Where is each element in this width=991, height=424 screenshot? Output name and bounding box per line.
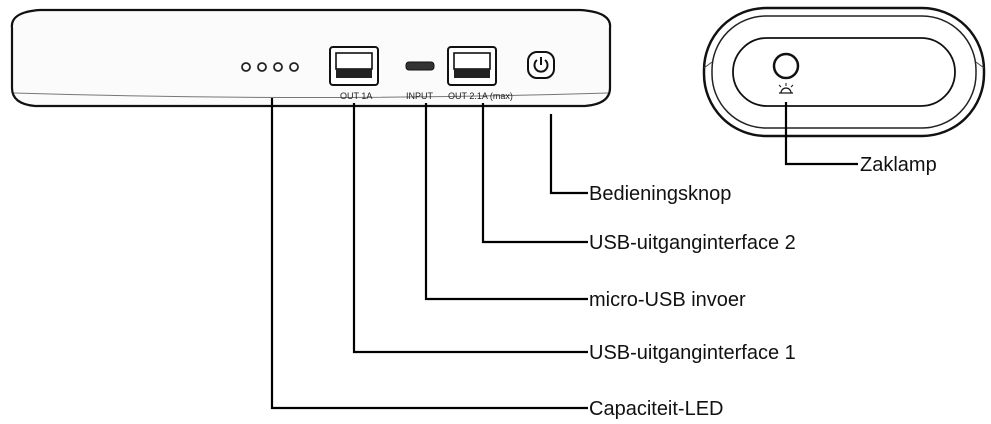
- flashlight-lens: [772, 52, 800, 80]
- usb-port-2-label: OUT 2.1A (max): [448, 91, 513, 101]
- usb-out1-leader-line: [352, 103, 588, 354]
- capacity-led: [241, 62, 251, 72]
- power-icon: [533, 57, 549, 73]
- power-button-callout: Bedieningsknop: [589, 183, 731, 205]
- capacity-led: [273, 62, 283, 72]
- capacity-led: [257, 62, 267, 72]
- usb-port-1: [329, 46, 379, 86]
- capacity-led-callout: Capaciteit-LED: [589, 398, 724, 420]
- micro-usb-leader-line: [424, 103, 588, 301]
- capacity-led-group: [241, 62, 299, 72]
- powerbank-front: [10, 8, 612, 108]
- power-button-leader-line: [549, 114, 588, 195]
- micro-usb-label: INPUT: [406, 91, 434, 101]
- usb-out1-callout: USB-uitganginterface 1: [589, 342, 796, 364]
- powerbank-side: [702, 6, 986, 138]
- usb-port-1-label: OUT 1A: [340, 91, 372, 101]
- capacity-led-leader-line: [270, 98, 588, 410]
- usb-out2-leader-line: [481, 103, 588, 244]
- usb-port-2: [447, 46, 497, 86]
- micro-usb-callout: micro-USB invoer: [589, 289, 746, 311]
- flashlight-icon: [778, 83, 794, 94]
- capacity-led: [289, 62, 299, 72]
- micro-usb-port: [405, 61, 435, 71]
- power-button: [527, 51, 555, 79]
- flashlight-leader-line: [784, 102, 858, 166]
- usb-out2-callout: USB-uitganginterface 2: [589, 232, 796, 254]
- flashlight-callout: Zaklamp: [860, 154, 937, 176]
